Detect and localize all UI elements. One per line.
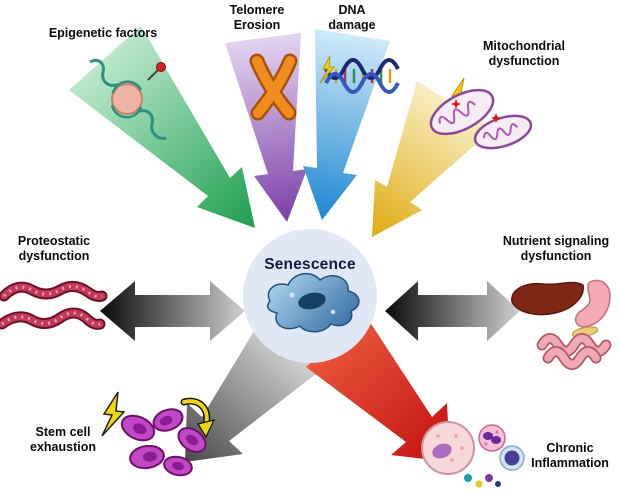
stem-cells-icon: [101, 391, 216, 477]
eosinophil-nucleus: [491, 436, 501, 444]
dna-damage-label: DNA damage: [328, 3, 376, 32]
cytokine-dot: [464, 474, 472, 482]
nucleosome: [111, 83, 143, 115]
dna-wrap-arc: [110, 104, 143, 119]
senescent-cell-icon: [266, 273, 360, 333]
exhaustion-lightning-icon: [101, 391, 126, 437]
proteostatic-dysfunction-label: Proteostatic dysfunction: [17, 234, 91, 263]
granule-dot: [495, 430, 499, 434]
fibril: [0, 309, 104, 328]
dna-helix-icon: [319, 55, 400, 94]
stomach-icon: [574, 279, 611, 328]
cytokine-dot: [475, 480, 483, 488]
granule-dot: [460, 446, 464, 450]
mito-cristae: [482, 123, 519, 141]
granule-dot: [436, 434, 440, 438]
granule-dot: [484, 442, 488, 446]
methyl-stick: [147, 69, 159, 81]
mito-cristae: [438, 100, 476, 125]
chromosome-icon: [249, 53, 298, 121]
stem-cell-exhaustion-label: Stem cell exhaustion: [30, 425, 96, 454]
cytokine-dot: [485, 474, 493, 482]
cycle-arrow: [182, 399, 209, 426]
dna-wrap-arc: [111, 80, 143, 94]
dna-nucleosome-icon: [89, 58, 167, 140]
mitochondrion: [429, 88, 495, 136]
intestine: [544, 347, 600, 369]
immune-cells-icon: [421, 421, 525, 488]
mitochondria-icon: [429, 77, 533, 150]
cytokine-dot: [495, 481, 501, 487]
stem-cell: [163, 455, 193, 477]
dna-backbone-2: [324, 72, 400, 94]
liver-icon: [511, 281, 584, 316]
granule-dot: [450, 458, 454, 462]
lymphocyte-nucleus: [504, 450, 520, 466]
stem-cell: [129, 444, 165, 470]
stem-cell-nucleus: [143, 451, 157, 462]
stem-cell-nucleus: [186, 434, 198, 446]
stem-cell-nucleus: [159, 415, 173, 426]
mitochondrial-dysfunction-label: Mitochondrial dysfunction: [483, 39, 565, 68]
mitochondrion: [473, 114, 533, 150]
methyl-mark: [156, 62, 166, 72]
stem-cell-nucleus: [172, 461, 184, 471]
cycle-arrow-head: [197, 419, 216, 439]
senescent-cell-nucleus: [298, 292, 326, 310]
epigenetic-arrow: [69, 26, 255, 228]
stem-cell-nucleus: [133, 423, 147, 435]
damage-lightning-icon: [319, 55, 336, 84]
chromatid: [252, 56, 294, 118]
nutrient-signaling-dysfunction-label: Nutrient signaling dysfunction: [502, 234, 610, 263]
protein-aggregate-icon: [0, 281, 108, 330]
proteostatic-double-arrow: [100, 281, 245, 341]
fibril-beads: [2, 285, 103, 298]
chromatid: [253, 56, 295, 118]
senescence-title: Senescence: [264, 256, 356, 273]
digestive-organs-icon: [511, 279, 612, 370]
telomere-erosion-label: Telomere Erosion: [229, 3, 285, 32]
damage-spark-icon: [491, 113, 501, 123]
stem-cell: [120, 414, 156, 442]
cell-highlight-dot: [330, 309, 336, 315]
granule-dot: [454, 434, 458, 438]
chronic-inflammation-label: Chronic Inflammation: [531, 441, 609, 470]
damage-spark-icon: [451, 99, 461, 109]
stem-cell: [152, 408, 184, 432]
epigenetic-factors-label: Epigenetic factors: [48, 26, 158, 40]
macrophage-nucleus: [432, 443, 452, 459]
nutrient-double-arrow: [385, 281, 520, 341]
eosinophil-nucleus: [483, 432, 493, 440]
stem-cell: [177, 427, 207, 453]
cell-highlight-dot: [289, 292, 295, 298]
